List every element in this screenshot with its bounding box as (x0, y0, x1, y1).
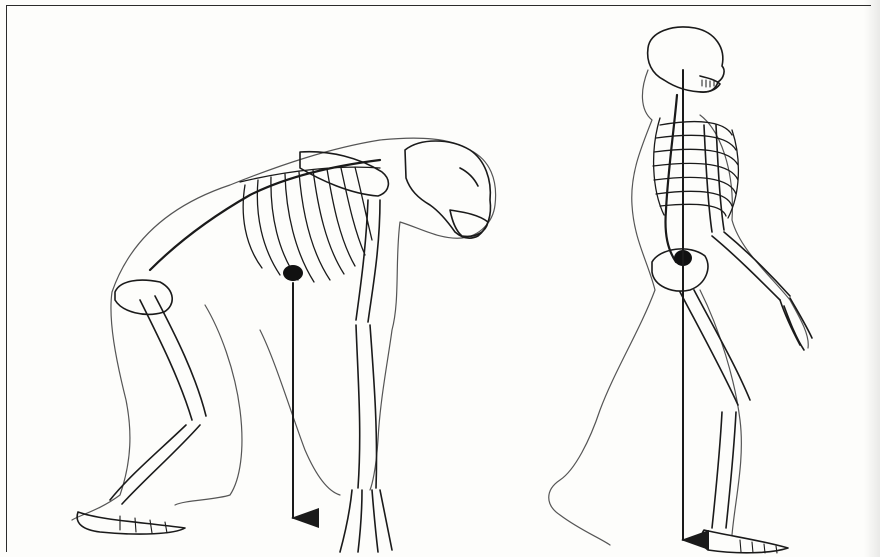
chimp-hand (340, 490, 392, 552)
human-figure (549, 27, 812, 553)
human-femur (680, 290, 750, 405)
chimp-body-outline (72, 138, 496, 520)
chimpanzee-figure (72, 138, 496, 552)
human-foot (701, 530, 788, 553)
human-body-outline (549, 70, 809, 545)
human-teeth (702, 80, 714, 87)
human-tibia (712, 412, 736, 528)
human-skull (648, 27, 724, 92)
chimp-ribcage (240, 167, 380, 282)
chimp-forearm (356, 325, 377, 488)
chimp-pelvis (115, 280, 172, 314)
chimp-humerus (356, 200, 380, 322)
chimp-foot (77, 512, 185, 534)
human-humerus (704, 125, 724, 232)
chimp-skull (405, 141, 491, 238)
chimp-center-of-gravity (283, 265, 303, 281)
human-hand (780, 298, 812, 350)
chimp-brow (460, 168, 478, 186)
human-forearm (712, 232, 790, 300)
chimp-tibia (110, 425, 200, 504)
